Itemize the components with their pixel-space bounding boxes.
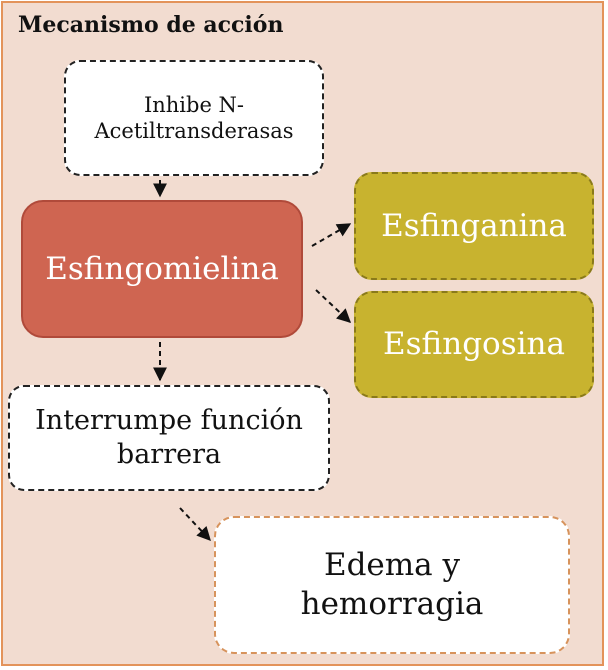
node-edema-hemorragia: Edema y hemorragia <box>214 516 570 654</box>
arrow-esfingomielina-to-esfinganina <box>311 223 352 247</box>
node-edema-line-2: hemorragia <box>300 586 484 622</box>
diagram-title: Mecanismo de acción <box>18 12 284 38</box>
node-inhibe-line-2: Acetiltransderasas <box>94 119 294 143</box>
node-inhibe-n-acetiltransferasas: Inhibe N- Acetiltransderasas <box>64 60 324 176</box>
node-esfingomielina-label: Esfingomielina <box>45 250 279 287</box>
arrow-interrumpe-to-edema <box>179 507 211 542</box>
arrow-esfingomielina-to-esfingosina <box>315 289 352 323</box>
node-interrumpe-funcion-barrera: Interrumpe función barrera <box>8 385 330 491</box>
node-interrumpe-line-2: barrera <box>116 439 222 470</box>
node-edema-line-1: Edema y <box>323 547 461 584</box>
node-interrumpe-line-1: Interrumpe función <box>35 405 303 437</box>
node-inhibe-line-1: Inhibe N- <box>143 92 245 117</box>
node-esfinganina: Esfinganina <box>354 172 594 280</box>
node-esfingosina-label: Esfingosina <box>383 326 565 363</box>
node-esfingomielina: Esfingomielina <box>21 200 303 338</box>
node-esfingosina: Esfingosina <box>354 291 594 398</box>
node-esfinganina-label: Esfinganina <box>381 207 567 244</box>
